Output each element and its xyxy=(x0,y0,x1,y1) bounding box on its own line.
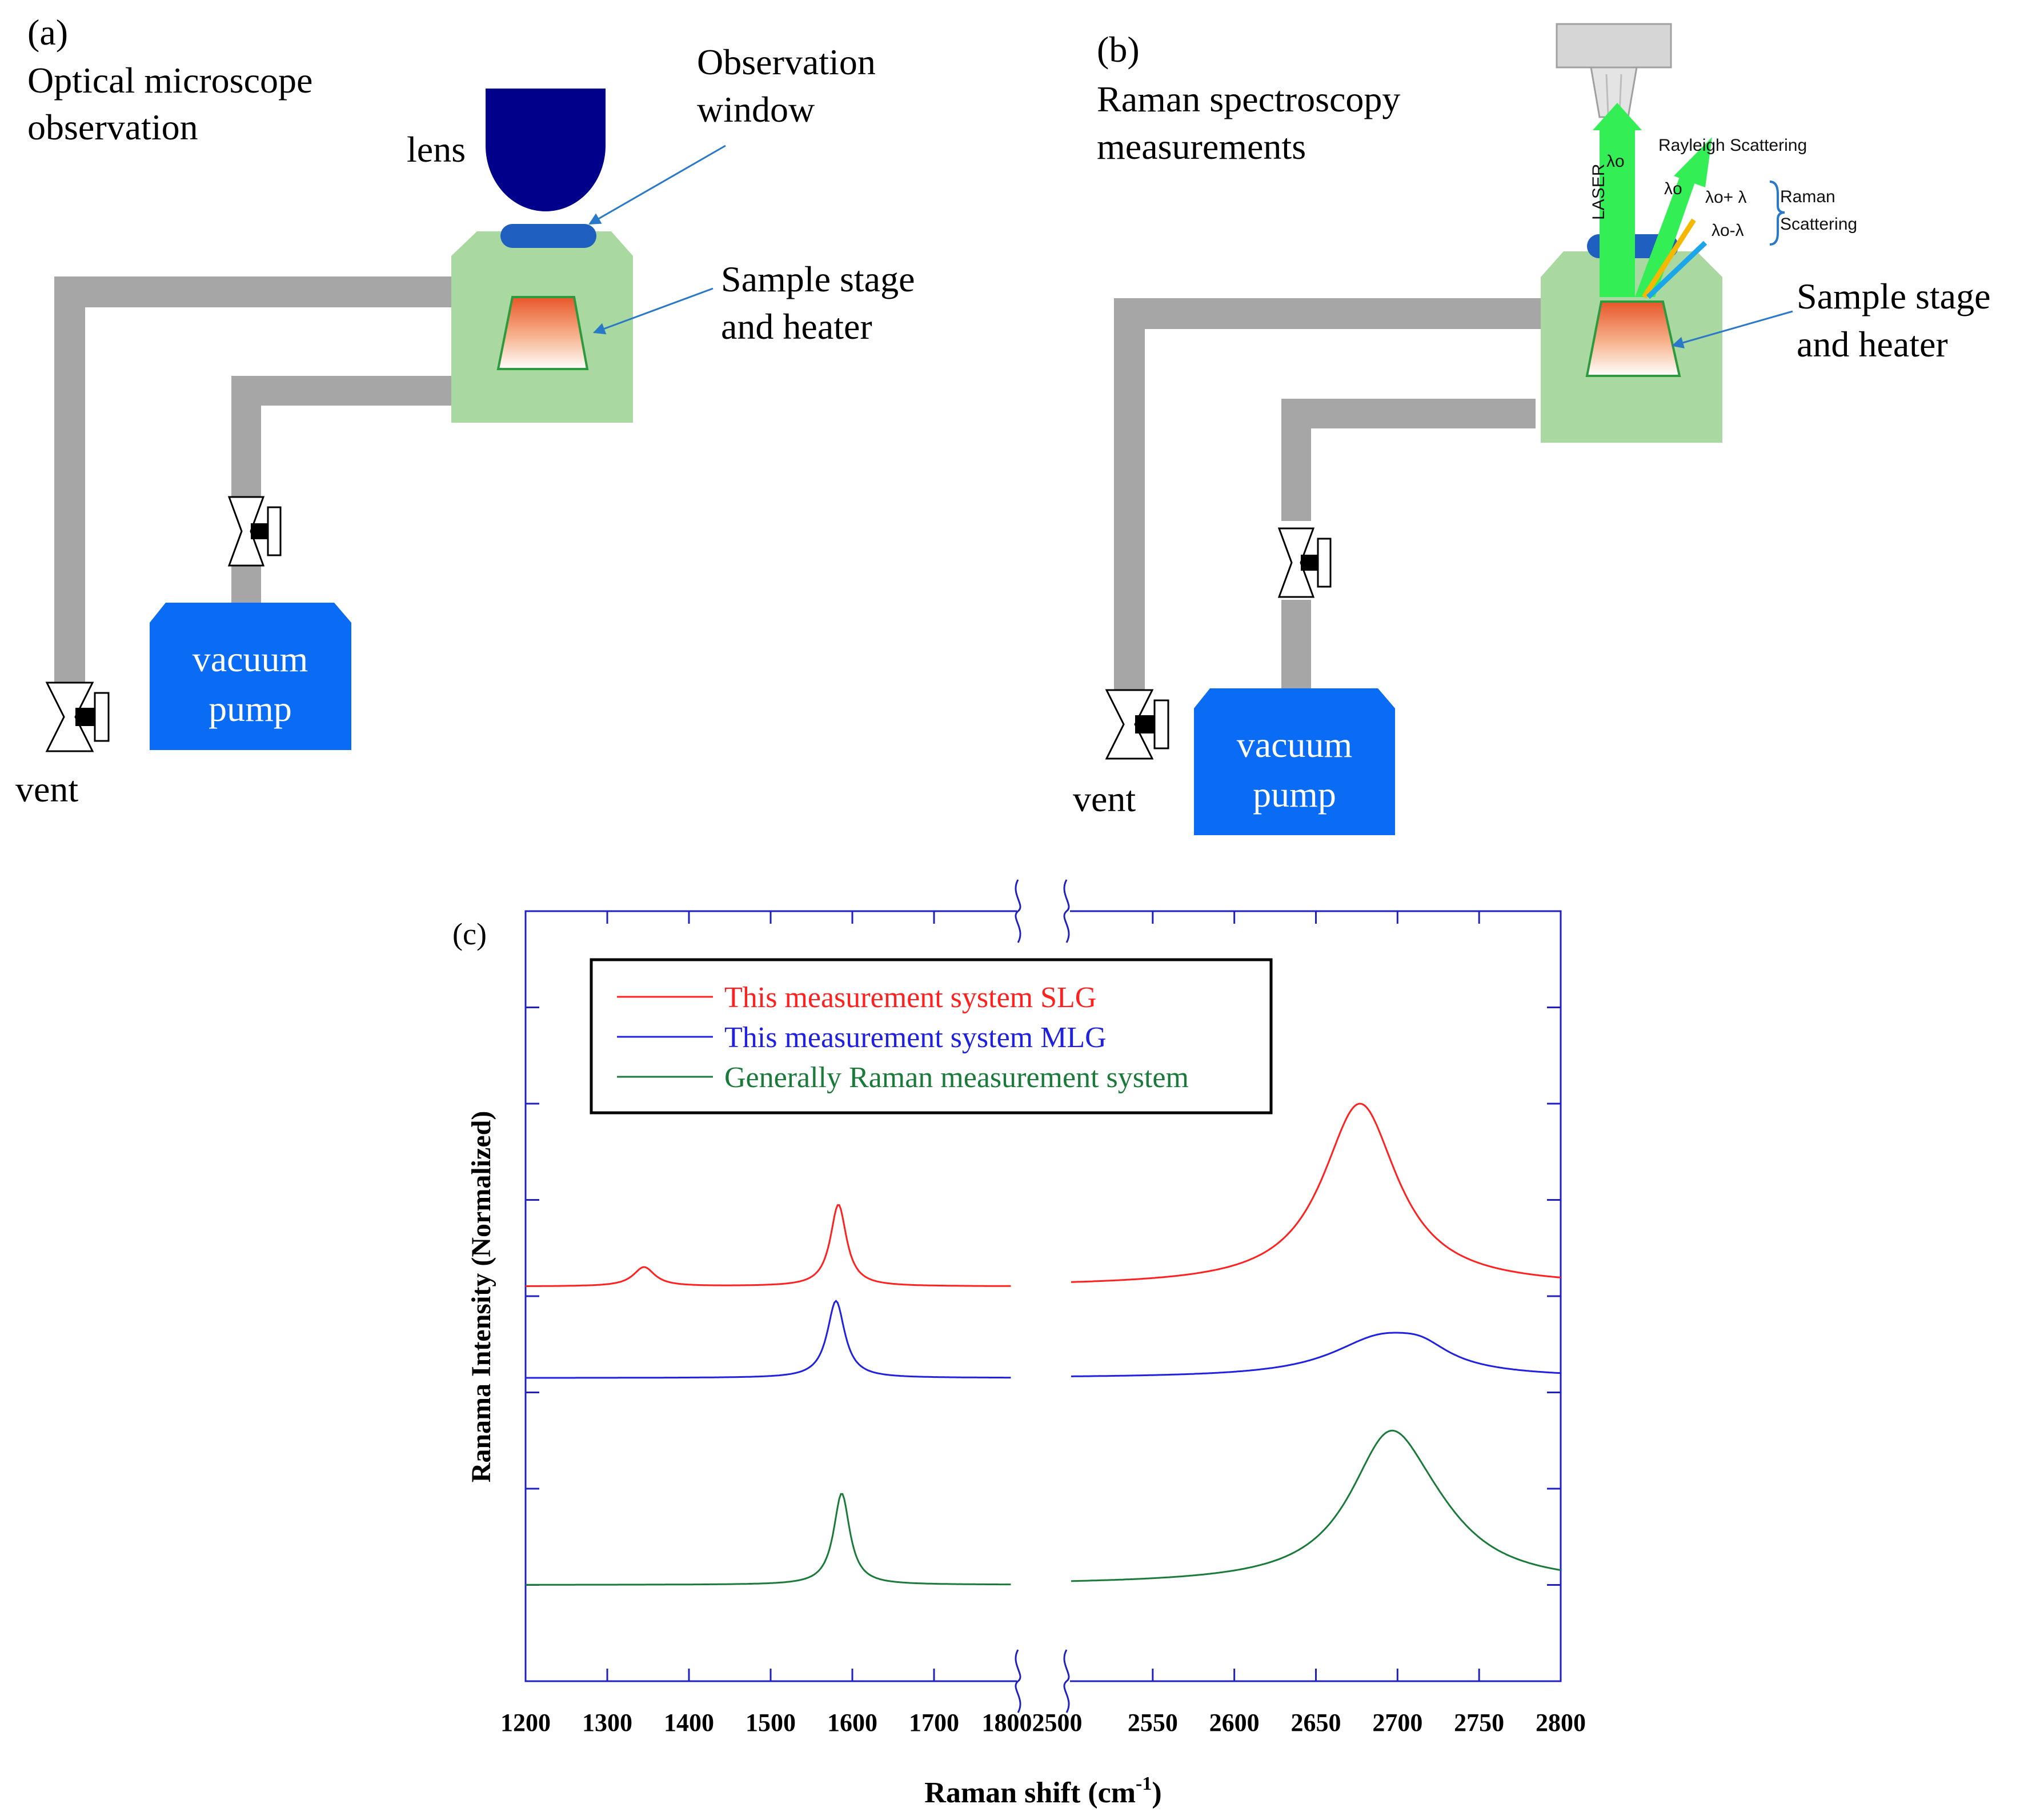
panel-b: (b) Raman spectroscopy measurements xyxy=(1073,23,1990,835)
panel-b-minus-label: λo-λ xyxy=(1712,221,1744,240)
panel-b-stage-arrow xyxy=(1671,310,1793,348)
panel-b-rayleigh-label: Rayleigh Scattering xyxy=(1658,136,1807,155)
x-tick-label: 2800 xyxy=(1536,1709,1586,1737)
panel-a-stage-label-line1: Sample stage xyxy=(721,259,915,299)
panel-b-lambda0-scatter: λo xyxy=(1664,179,1682,198)
panel-b-title-line1: Raman spectroscopy xyxy=(1097,79,1400,119)
x-tick-label: 1700 xyxy=(909,1709,959,1737)
series-line-right-2 xyxy=(1071,1332,1561,1377)
x-tick-label: 1300 xyxy=(582,1709,632,1737)
legend-label-3: Generally Raman measurement system xyxy=(724,1061,1189,1094)
series-line-left-1 xyxy=(526,1204,1011,1287)
panel-b-laser-beams xyxy=(1593,103,1712,299)
panel-a-window-label-line2: window xyxy=(697,89,815,130)
panel-a-lens-label: lens xyxy=(407,129,466,170)
panel-a-pump-label-line2: pump xyxy=(209,688,292,729)
x-tick-label: 1600 xyxy=(827,1709,877,1737)
chart-axis-break-marks xyxy=(1015,879,1070,1713)
panel-a: (a) Optical microscope observation xyxy=(15,12,915,809)
panel-b-pipes xyxy=(1114,298,1541,691)
x-tick-label-break: 18002500 xyxy=(982,1709,1083,1737)
panel-a-pump-label-line1: vacuum xyxy=(193,639,308,679)
panel-a-stage-arrow xyxy=(593,287,714,335)
panel-a-pump-valve-icon xyxy=(227,496,282,567)
panel-c-chart: (c) 1200 1300 1400 1500 1600 1700 18002500 2550… xyxy=(452,879,1586,1809)
axis-break-squiggle xyxy=(1063,879,1070,943)
panel-a-vacuum-pump xyxy=(150,603,351,750)
chart-y-axis-label: Ranama Intensity (Normalized) xyxy=(466,1111,496,1483)
panel-b-lambda0-beam: λo xyxy=(1606,152,1625,171)
panel-a-vent-label: vent xyxy=(15,769,78,809)
x-tick-label: 2600 xyxy=(1209,1709,1260,1737)
panel-b-tag: (b) xyxy=(1097,29,1140,70)
chart-x-axis-label-main: Raman shift (cm xyxy=(924,1777,1136,1809)
x-tick-label: 2700 xyxy=(1372,1709,1422,1737)
chart-x-axis-label-sup: -1 xyxy=(1136,1773,1152,1794)
panel-a-observation-window xyxy=(500,224,596,248)
series-line-right-3 xyxy=(1071,1429,1561,1582)
panel-b-pump-label-line2: pump xyxy=(1253,774,1336,815)
panel-b-raman-label-line2: Scattering xyxy=(1780,215,1857,234)
axis-break-squiggle xyxy=(1015,1649,1021,1713)
series-line-left-3 xyxy=(526,1493,1011,1586)
panel-b-vent-label: vent xyxy=(1073,779,1136,819)
panel-b-stage-label-line2: and heater xyxy=(1797,324,1948,364)
panel-c-tag: (c) xyxy=(452,917,487,951)
legend-label-2: This measurement system MLG xyxy=(724,1021,1107,1054)
panel-b-pump-valve-icon xyxy=(1277,527,1332,598)
panel-a-lens xyxy=(486,89,606,211)
axis-break-gap xyxy=(1017,908,1070,915)
panel-b-vent-valve-icon xyxy=(1105,689,1169,760)
panel-b-raman-brace xyxy=(1769,181,1785,246)
chart-x-axis-label: Raman shift (cm-1) xyxy=(924,1773,1161,1809)
x-tick-label: 1500 xyxy=(746,1709,796,1737)
series-line-left-2 xyxy=(526,1300,1011,1379)
x-tick-label: 2650 xyxy=(1291,1709,1341,1737)
panel-b-vacuum-pump xyxy=(1194,688,1395,835)
panel-b-objective-icon xyxy=(1556,23,1672,118)
chart-legend-items: This measurement system SLG This measurem… xyxy=(617,981,1189,1094)
panel-b-heater xyxy=(1585,300,1681,377)
chart-x-ticks xyxy=(606,911,1480,1681)
axis-break-gap xyxy=(1017,1678,1070,1685)
legend-label-1: This measurement system SLG xyxy=(724,981,1096,1014)
x-tick-label: 2750 xyxy=(1454,1709,1504,1737)
chart-y-ticks xyxy=(526,1007,1561,1586)
axis-break-squiggle xyxy=(1015,879,1021,943)
chart-legend: This measurement system SLG This measurem… xyxy=(590,958,1273,1115)
panel-a-window-label-line1: Observation xyxy=(697,42,876,82)
panel-a-vent-valve-icon xyxy=(45,682,110,752)
panel-a-stage-label-line2: and heater xyxy=(721,306,872,347)
chart-x-axis-label-close: ) xyxy=(1152,1777,1161,1809)
panel-b-laser-label: LASER xyxy=(1589,164,1608,220)
chart-x-tick-labels: 1200 1300 1400 1500 1600 1700 18002500 2550 2600… xyxy=(500,1709,1586,1737)
panel-a-pipes xyxy=(54,276,457,682)
panel-a-tag: (a) xyxy=(27,12,68,53)
panel-b-plus-label: λo+ λ xyxy=(1705,188,1747,207)
panel-b-title-line2: measurements xyxy=(1097,126,1306,167)
panel-b-raman-label-line1: Raman xyxy=(1780,187,1835,206)
x-tick-label: 1200 xyxy=(500,1709,551,1737)
panel-a-window-arrow xyxy=(588,145,726,225)
chart-series-lines xyxy=(526,1103,1561,1586)
axis-break-squiggle xyxy=(1063,1649,1070,1713)
panel-b-pump-label-line1: vacuum xyxy=(1237,724,1353,765)
panel-a-title-line2: observation xyxy=(27,107,198,147)
x-tick-label: 2550 xyxy=(1128,1709,1178,1737)
panel-a-title-line1: Optical microscope xyxy=(27,60,312,101)
series-line-right-1 xyxy=(1071,1103,1561,1283)
x-tick-label: 1400 xyxy=(664,1709,714,1737)
panel-b-stage-label-line1: Sample stage xyxy=(1797,276,1990,316)
panel-a-heater xyxy=(496,296,589,370)
